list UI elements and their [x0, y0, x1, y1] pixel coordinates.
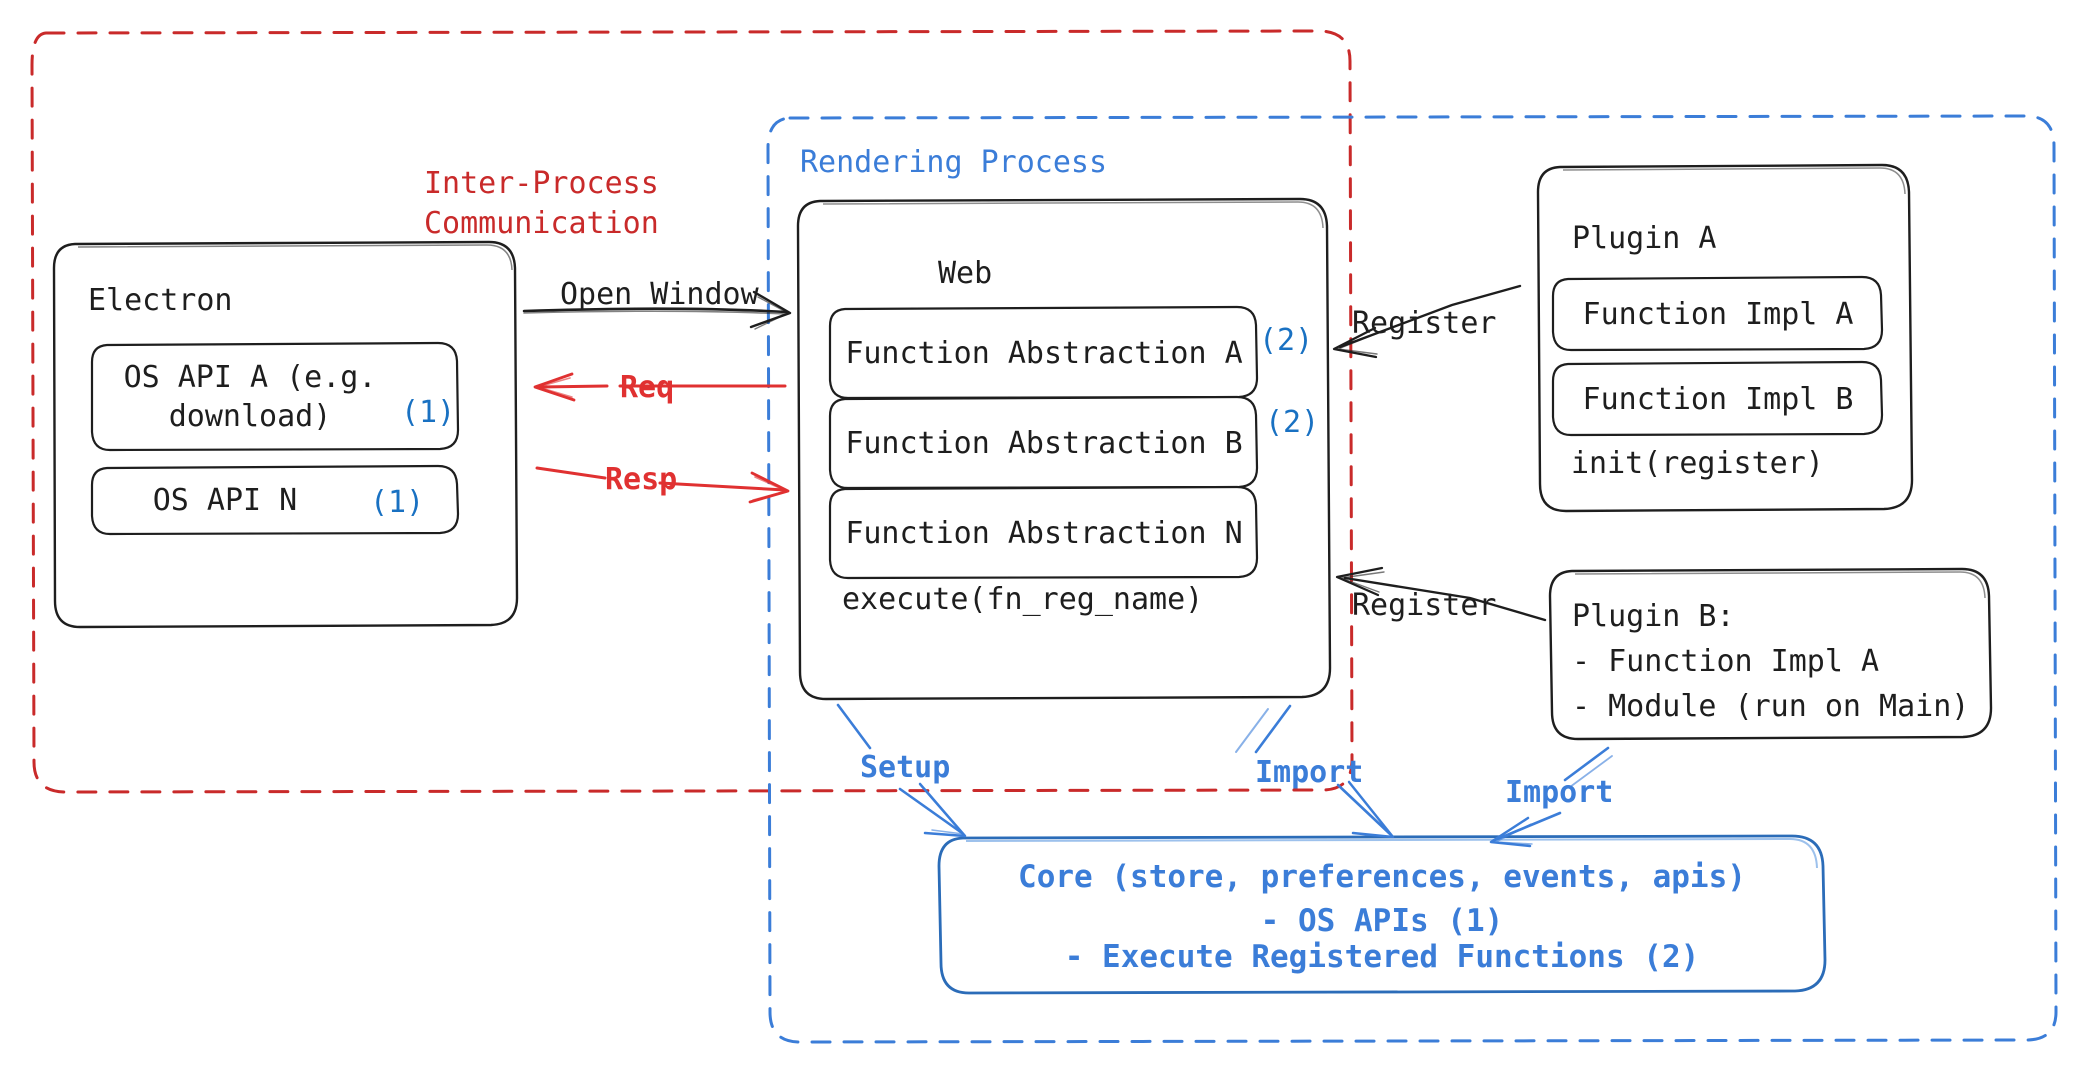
plugin-b-item-module: - Module (run on Main): [1572, 689, 1970, 724]
region-label-rendering-process: Rendering Process: [800, 145, 1108, 180]
edge-label-req: Req: [620, 370, 675, 405]
os-api-a-marker: (1): [401, 395, 456, 430]
edge-label-import-plugin-b: Import: [1505, 775, 1614, 810]
function-abstraction-b-label: Function Abstraction B: [845, 425, 1243, 461]
plugin-b-item-function-impl-a: - Function Impl A: [1572, 644, 1880, 679]
os-api-n-marker: (1): [370, 485, 425, 520]
plugin-a-init-label: init(register): [1571, 446, 1824, 481]
edge-label-setup: Setup: [860, 750, 951, 785]
function-abstraction-a-marker: (2): [1259, 323, 1314, 358]
core-line-1: Core (store, preferences, events, apis): [1018, 859, 1746, 895]
function-abstraction-b-marker: (2): [1265, 405, 1320, 440]
region-label-inter-process-communication: Inter-Process Communication: [424, 165, 659, 241]
plugin-a-box-title: Plugin A: [1572, 221, 1717, 256]
web-execute-label: execute(fn_reg_name): [842, 582, 1204, 617]
edge-label-resp: Resp: [605, 462, 678, 497]
electron-box-title: Electron: [88, 283, 233, 318]
function-impl-a-label: Function Impl A: [1582, 296, 1854, 332]
function-abstraction-n-label: Function Abstraction N: [845, 515, 1243, 551]
edge-label-open-window: Open Window: [560, 277, 759, 312]
web-box-title: Web: [938, 256, 993, 291]
edge-label-register-plugin-b: Register: [1352, 588, 1497, 623]
edge-label-import-web: Import: [1255, 755, 1364, 790]
core-line-2: - OS APIs (1): [1260, 903, 1504, 939]
function-abstraction-a-label: Function Abstraction A: [845, 335, 1243, 371]
os-api-a-label: OS API A (e.g. download): [123, 360, 377, 434]
core-line-3: - Execute Registered Functions (2): [1064, 939, 1700, 975]
os-api-n-label: OS API N: [152, 482, 298, 518]
edge-label-register-plugin-a: Register: [1352, 306, 1497, 341]
function-impl-b-label: Function Impl B: [1582, 381, 1854, 417]
plugin-b-title: Plugin B:: [1572, 599, 1735, 634]
